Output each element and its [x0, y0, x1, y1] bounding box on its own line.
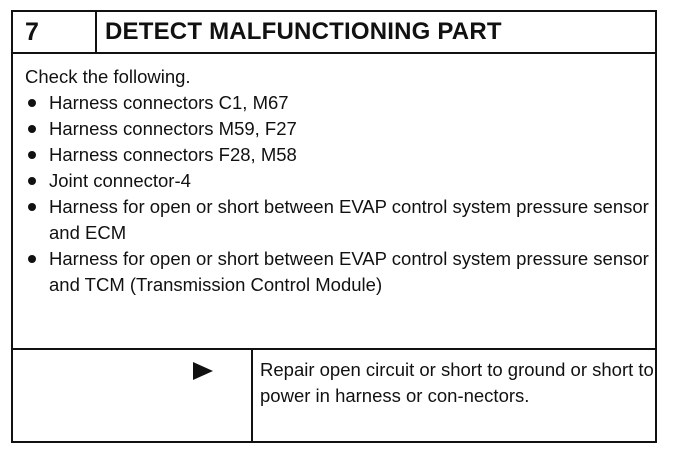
list-item: Harness connectors C1, M67: [25, 90, 655, 116]
bullet-icon: [28, 125, 36, 133]
list-item: Joint connector-4: [25, 168, 655, 194]
result-row: Repair open circuit or short to ground o…: [13, 348, 655, 441]
list-item-text: Harness for open or short between EVAP c…: [49, 248, 649, 295]
list-item-text: Harness connectors F28, M58: [49, 144, 297, 165]
check-section: Check the following. Harness connectors …: [13, 54, 655, 348]
list-item-text: Joint connector-4: [49, 170, 191, 191]
list-item: Harness for open or short between EVAP c…: [25, 246, 655, 298]
bullet-icon: [28, 203, 36, 211]
step-title: DETECT MALFUNCTIONING PART: [105, 18, 502, 45]
check-intro: Check the following.: [25, 66, 191, 87]
arrow-cell: [13, 350, 253, 441]
list-item-text: Harness connectors M59, F27: [49, 118, 297, 139]
result-text: Repair open circuit or short to ground o…: [260, 359, 654, 406]
step-number: 7: [13, 12, 97, 52]
bullet-icon: [28, 177, 36, 185]
list-item-text: Harness for open or short between EVAP c…: [49, 196, 649, 243]
bullet-icon: [28, 151, 36, 159]
bullet-icon: [28, 255, 36, 263]
list-item: Harness connectors M59, F27: [25, 116, 655, 142]
list-item: Harness connectors F28, M58: [25, 142, 655, 168]
list-item-text: Harness connectors C1, M67: [49, 92, 289, 113]
step-header: 7 DETECT MALFUNCTIONING PART: [13, 12, 655, 54]
right-arrow-icon: [193, 362, 213, 380]
check-list: Harness connectors C1, M67 Harness conne…: [25, 90, 655, 298]
bullet-icon: [28, 99, 36, 107]
list-item: Harness for open or short between EVAP c…: [25, 194, 655, 246]
procedure-box: 7 DETECT MALFUNCTIONING PART Check the f…: [11, 10, 657, 443]
